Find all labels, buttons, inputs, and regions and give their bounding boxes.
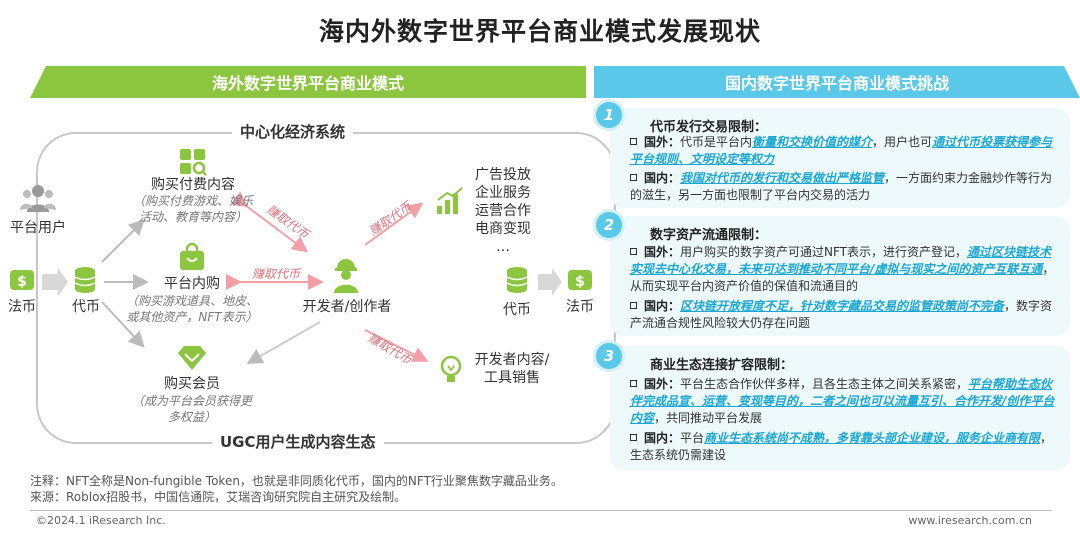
region-label: 国内：	[644, 431, 681, 445]
body-text: 代币是平台内	[680, 135, 753, 149]
dev-content-sales-label: 开发者内容/ 工具销售	[474, 352, 550, 386]
left-section-banner: 海外数字世界平台商业模式	[30, 66, 586, 98]
region-label: 国内：	[644, 299, 681, 313]
card-3-number: 3	[596, 343, 622, 369]
in-app-purchase-desc: （购买游戏道具、地皮、 或其他资产，NFT表示）	[125, 294, 258, 324]
token-stack-icon	[74, 267, 96, 293]
token-right-label: 代币	[503, 302, 531, 318]
challenge-card-1: 代币发行交易限制： 国外：代币是平台内衡量和交换价值的媒介，用户也可通过代币投票…	[610, 108, 1070, 208]
bullet-square	[630, 248, 637, 255]
business-services-list: 广告投放 企业服务 运营合作 电商变现 …	[475, 167, 531, 255]
highlight-text: 通过区块链技术实现去中心化交易，未来可达到推动不同平台/虚拟与现实之间的资产互联…	[630, 245, 1052, 276]
body-text: 用户购买的数字资产可通过NFT表示，进行资产登记，	[680, 245, 968, 259]
paid-content-desc: （购买付费游戏、娱乐 活动、教育等内容）	[132, 194, 253, 224]
challenge-card-3: 商业生态连接扩容限制： 国外：平台生态合作伙伴多样，且各生态主体之间关系紧密，平…	[610, 346, 1070, 470]
challenge-card-2: 数字资产流通限制： 国外：用户购买的数字资产可通过NFT表示，进行资产登记，通过…	[610, 216, 1070, 336]
card-2-domestic: 国内：区块链开放程度不足，针对数字藏品交易的监管政策尚不完备，数字资产流通合规性…	[630, 298, 1058, 332]
region-label: 国外：	[644, 377, 681, 391]
bullet-square	[630, 434, 637, 441]
card-3-overseas: 国外：平台生态合作伙伴多样，且各生态主体之间关系紧密，平台帮助生态伙伴完成品宣、…	[630, 376, 1058, 427]
developer-icon	[334, 259, 358, 293]
fiat-right-label: 法币	[566, 299, 594, 315]
token-left-label: 代币	[72, 299, 100, 315]
card-3-title: 商业生态连接扩容限制：	[650, 358, 794, 373]
page-title: 海内外数字世界平台商业模式发展现状	[318, 17, 761, 46]
bullet-square	[630, 302, 637, 309]
card-2-overseas: 国外：用户购买的数字资产可通过NFT表示，进行资产登记，通过区块链技术实现去中心…	[630, 244, 1058, 295]
website-link[interactable]: www.iresearch.com.cn	[908, 514, 1032, 527]
bullet-square	[630, 138, 637, 145]
highlight-text: 区块链开放程度不足，针对数字藏品交易的监管政策尚不完备	[680, 299, 1005, 313]
highlight-text: 平台帮助生态伙伴完成品宣、运营、变现等目的，二者之间也可以流量互引、合作开发/创…	[630, 377, 1055, 425]
highlight-text: 通过代币投票获得参与平台规则、文明设定等权力	[630, 135, 1053, 166]
footnote: 注释：NFT全称是Non-fungible Token，也就是非同质化代币，国内…	[30, 474, 563, 488]
body-text: ，共同推动平台发展	[654, 411, 763, 425]
card-1-overseas: 国外：代币是平台内衡量和交换价值的媒介，用户也可通过代币投票获得参与平台规则、文…	[630, 134, 1058, 168]
body-text: ，数字资产流通合规性风险较大仍存在问题	[630, 299, 1053, 330]
developer-label: 开发者/创作者	[302, 299, 392, 315]
shopping-bag-icon	[180, 243, 204, 270]
token-stack-icon-right	[506, 267, 528, 293]
region-label: 国外：	[644, 245, 681, 259]
footer-divider	[30, 510, 1052, 511]
centralized-economy-label: 中心化经济系统	[232, 121, 354, 142]
highlight-text: 我国对代币的发行和交易做出严格监管	[680, 171, 885, 185]
content-grid-icon	[180, 149, 207, 176]
platform-user-label: 平台用户	[10, 220, 66, 236]
diamond-icon	[178, 346, 206, 370]
card-1-number: 1	[596, 102, 622, 128]
source-note: 来源：Roblox招股书，中国信通院，艾瑞咨询研究院自主研究及绘制。	[30, 490, 407, 504]
right-section-banner: 国内数字世界平台商业模式挑战	[594, 66, 1080, 98]
bullet-square	[630, 174, 637, 181]
card-3-domestic: 国内：平台商业生态系统尚不成熟，多背靠头部企业建设，服务企业商有限，生态系统仍需…	[630, 430, 1058, 464]
diagram-arrows	[42, 191, 562, 364]
fiat-money-icon-right: $	[568, 270, 592, 290]
paid-content-label: 购买付费内容	[151, 177, 235, 193]
growth-chart-icon	[437, 187, 463, 214]
body-text: ，一方面约束力金融炒作等行为的滋生，另一方面也限制了平台内交易的活力	[630, 171, 1053, 202]
card-2-title: 数字资产流通限制：	[650, 228, 768, 243]
users-icon	[20, 185, 56, 212]
fiat-left-label: 法币	[8, 299, 36, 315]
membership-desc: （成为平台会员获得更 多权益）	[131, 394, 252, 424]
body-text: ，从而实现平台内资产价值的保值和流通目的	[630, 262, 1055, 293]
lightbulb-icon	[440, 355, 462, 382]
membership-label: 购买会员	[164, 376, 220, 392]
body-text: 平台生态合作伙伴多样，且各生态主体之间关系紧密，	[680, 377, 969, 391]
in-app-purchase-label: 平台内购	[164, 276, 220, 292]
fiat-money-icon: $	[10, 270, 34, 290]
svg-text:$: $	[575, 274, 585, 290]
highlight-text: 衡量和交换价值的媒介	[752, 135, 873, 149]
body-text: ，用户也可	[872, 135, 933, 149]
copyright: ©2024.1 iResearch Inc.	[36, 514, 166, 527]
card-2-number: 2	[596, 212, 622, 238]
card-1-domestic: 国内：我国对代币的发行和交易做出严格监管，一方面约束力金融炒作等行为的滋生，另一…	[630, 170, 1058, 204]
card-1-title: 代币发行交易限制：	[650, 120, 768, 135]
bullet-square	[630, 380, 637, 387]
region-label: 国外：	[644, 135, 681, 149]
highlight-text: 商业生态系统尚不成熟，多背靠头部企业建设，服务企业商有限	[704, 431, 1041, 445]
svg-text:$: $	[17, 274, 27, 290]
earn-token-label-2: 赚取代币	[252, 267, 301, 281]
ugc-ecosystem-label: UGC用户生成内容生态	[212, 431, 384, 452]
body-text: ，生态系统仍需建设	[630, 431, 1053, 462]
body-text: 平台	[680, 431, 705, 445]
region-label: 国内：	[644, 171, 681, 185]
